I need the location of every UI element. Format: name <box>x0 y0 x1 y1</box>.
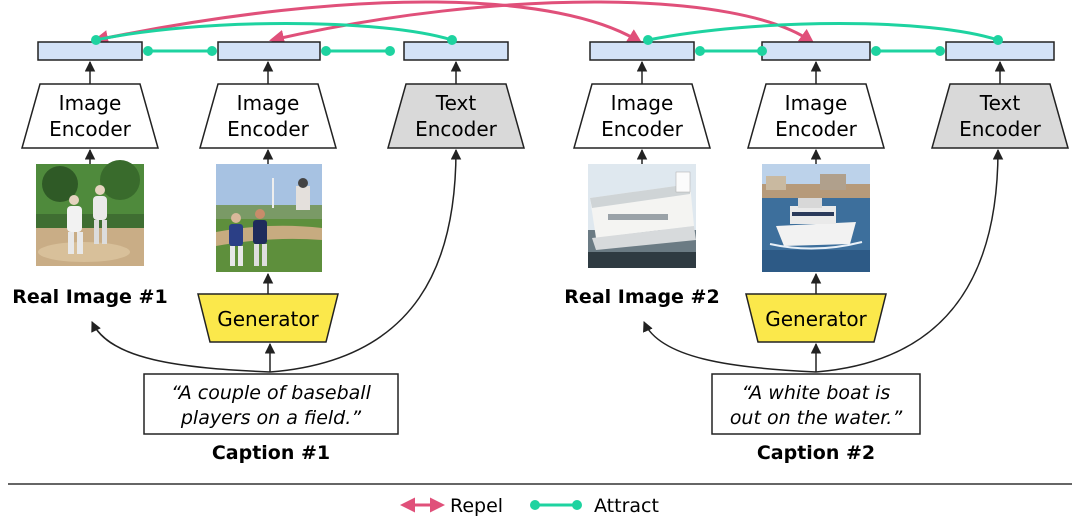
caption-2-line1: “A white boat is <box>742 382 891 404</box>
caption-1: “A couple of baseball players on a field… <box>143 373 399 435</box>
caption-1-to-text-encoder <box>269 148 462 373</box>
attract-connections <box>95 22 999 53</box>
generator-1-label: Generator <box>217 307 319 331</box>
embedding-2 <box>217 41 321 61</box>
legend-attract-label: Attract <box>594 495 659 517</box>
encoder-2-line2: Encoder <box>227 117 310 141</box>
image-to-encoder-arrows <box>84 148 822 164</box>
encoder-6: Text Encoder <box>931 83 1069 149</box>
embedding-6 <box>945 41 1055 61</box>
encoder-3-line2: Encoder <box>415 117 498 141</box>
encoder-5-line1: Image <box>785 91 848 115</box>
generator-1: Generator <box>197 293 339 343</box>
real-image-2-label: Real Image #2 <box>564 286 719 308</box>
caption-1-to-real-image-1 <box>91 321 271 373</box>
encoder-1-line1: Image <box>59 91 122 115</box>
embedding-1 <box>37 41 143 61</box>
caption-1-line2: players on a field.” <box>180 407 361 429</box>
encoder-2: Image Encoder <box>199 83 337 149</box>
embedding-4 <box>589 41 695 61</box>
real-image-2-boat-photo <box>588 164 696 268</box>
generator-2: Generator <box>745 293 887 343</box>
encoder-4: Image Encoder <box>573 83 711 149</box>
legend-repel-label: Repel <box>450 495 503 517</box>
attract-dots <box>91 35 1003 56</box>
encoder-to-embedding-arrows <box>84 60 1006 84</box>
encoder-6-line1: Text <box>979 91 1021 115</box>
caption-2: “A white boat is out on the water.” <box>711 373 921 435</box>
real-image-1-label: Real Image #1 <box>12 286 167 308</box>
encoder-2-line1: Image <box>237 91 300 115</box>
encoder-4-line2: Encoder <box>601 117 684 141</box>
caption-2-line2: out on the water.” <box>730 407 903 429</box>
generator-2-label: Generator <box>765 307 867 331</box>
encoder-5-line2: Encoder <box>775 117 858 141</box>
encoder-1: Image Encoder <box>21 83 159 149</box>
real-image-1-baseball-photo <box>36 160 144 266</box>
attract-arc-2 <box>647 22 999 42</box>
legend-attract-icon <box>530 500 582 510</box>
embeddings <box>37 41 1055 61</box>
generated-image-1-baseball <box>216 164 322 272</box>
repel-arc-1 <box>93 0 643 45</box>
generator-to-image-arrows <box>262 272 822 294</box>
caption-1-line1: “A couple of baseball <box>171 382 371 404</box>
embedding-3 <box>403 41 509 61</box>
repel-arcs <box>93 0 815 45</box>
caption-flow-arrows <box>91 148 1004 373</box>
caption-2-to-real-image-2 <box>643 321 817 373</box>
attract-arc-1 <box>95 22 453 42</box>
legend: Repel Attract <box>400 495 659 517</box>
encoder-1-line2: Encoder <box>49 117 132 141</box>
caption-2-label: Caption #2 <box>757 442 875 464</box>
encoder-3-line1: Text <box>435 91 477 115</box>
caption-2-to-text-encoder <box>815 148 1004 373</box>
repel-arc-2 <box>269 0 815 45</box>
embedding-5 <box>761 41 871 61</box>
encoder-3: Text Encoder <box>387 83 525 149</box>
encoder-4-line1: Image <box>611 91 674 115</box>
generated-image-2-boat <box>762 164 870 272</box>
caption-1-label: Caption #1 <box>212 442 330 464</box>
encoder-5: Image Encoder <box>747 83 885 149</box>
encoder-6-line2: Encoder <box>959 117 1042 141</box>
